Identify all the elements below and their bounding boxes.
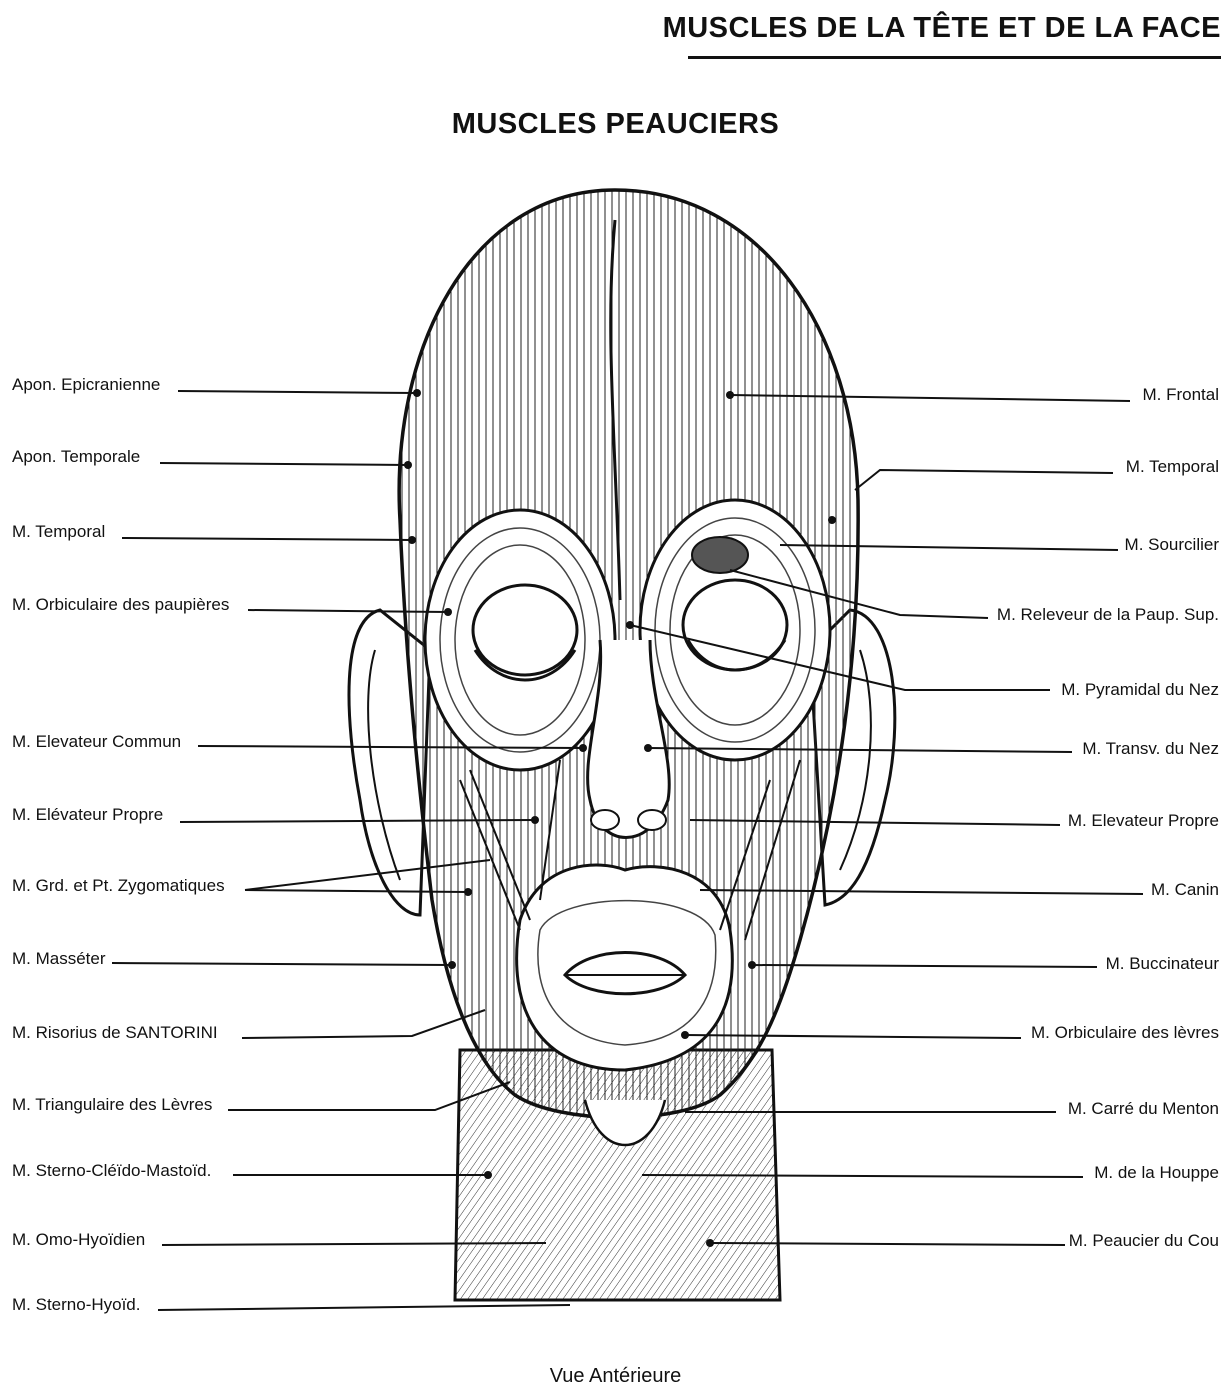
label-m-elevateur-commun: M. Elevateur Commun (12, 733, 181, 750)
label-m-peaucier-cou: M. Peaucier du Cou (1069, 1232, 1219, 1249)
left-orbicularis-eye (425, 510, 615, 770)
label-m-frontal: M. Frontal (1142, 386, 1219, 403)
orbicularis-oris (517, 865, 733, 1070)
label-m-orbiculaire-paupieres: M. Orbiculaire des paupières (12, 596, 229, 613)
label-m-triangulaire: M. Triangulaire des Lèvres (12, 1096, 212, 1113)
label-apon-epicranienne: Apon. Epicranienne (12, 376, 160, 393)
label-m-temporal-right: M. Temporal (1126, 458, 1219, 475)
label-m-elevateur-propre-left: M. Elévateur Propre (12, 806, 163, 823)
label-m-carre-menton: M. Carré du Menton (1068, 1100, 1219, 1117)
label-m-transv-nez: M. Transv. du Nez (1082, 740, 1219, 757)
right-orbicularis-eye (640, 500, 830, 760)
label-m-zygomatiques: M. Grd. et Pt. Zygomatiques (12, 877, 225, 894)
label-m-pyramidal-nez: M. Pyramidal du Nez (1061, 681, 1219, 698)
label-m-buccinateur: M. Buccinateur (1106, 955, 1219, 972)
label-m-omo-hyoidien: M. Omo-Hyoïdien (12, 1231, 145, 1248)
label-apon-temporale: Apon. Temporale (12, 448, 140, 465)
label-m-sterno-cleido-mastoid: M. Sterno-Cléïdo-Mastoïd. (12, 1162, 211, 1179)
figure-caption: Vue Antérieure (0, 1365, 1231, 1388)
label-m-sterno-hyoid: M. Sterno-Hyoïd. (12, 1296, 141, 1313)
label-m-temporal-left: M. Temporal (12, 523, 105, 540)
label-m-elevateur-propre-right: M. Elevateur Propre (1068, 812, 1219, 829)
label-m-sourcilier: M. Sourcilier (1125, 536, 1219, 553)
label-m-canin: M. Canin (1151, 881, 1219, 898)
label-m-masseter: M. Masséter (12, 950, 106, 967)
label-m-houppe: M. de la Houppe (1094, 1164, 1219, 1181)
label-m-orbiculaire-levres: M. Orbiculaire des lèvres (1031, 1024, 1219, 1041)
label-m-releveur-paupiere: M. Releveur de la Paup. Sup. (997, 606, 1219, 623)
label-m-risorius: M. Risorius de SANTORINI (12, 1024, 218, 1041)
